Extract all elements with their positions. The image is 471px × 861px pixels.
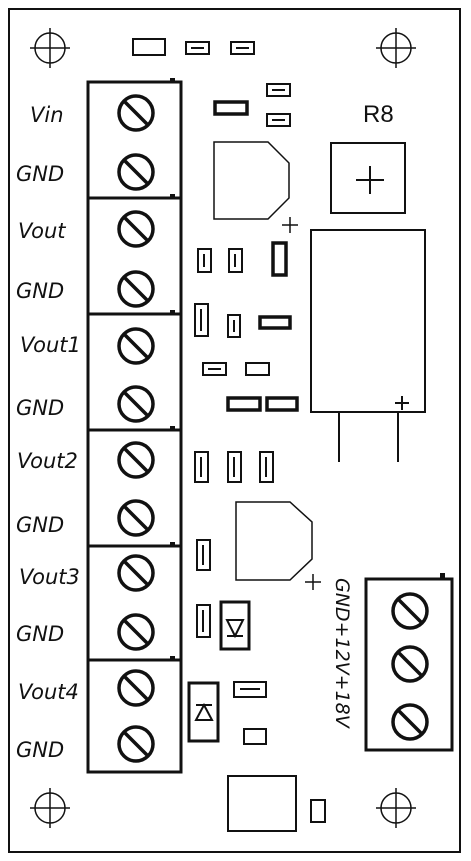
terminal-screw-2 bbox=[117, 153, 155, 191]
trimmer-potentiometer bbox=[330, 142, 406, 214]
terminal-screws bbox=[117, 94, 155, 763]
pin-label-gnd-5: GND bbox=[16, 622, 64, 646]
pin-label-gnd-3: GND bbox=[16, 396, 64, 420]
terminal-screw-12 bbox=[117, 725, 155, 763]
power-terminal-screws bbox=[391, 592, 429, 741]
terminal-screw-7 bbox=[117, 441, 155, 479]
pin-label-gnd-6: GND bbox=[16, 738, 64, 762]
terminal-screw-6 bbox=[117, 385, 155, 423]
terminal-screw-5 bbox=[117, 327, 155, 365]
terminal-screw-4 bbox=[117, 270, 155, 308]
pin-label-vout4: Vout4 bbox=[18, 680, 79, 704]
pin-label-vin: Vin bbox=[30, 103, 64, 127]
power-terminal-screw-1 bbox=[391, 592, 429, 630]
pin-label-vout: Vout bbox=[18, 219, 66, 243]
pin-label-vout1: Vout1 bbox=[20, 333, 81, 357]
terminal-block-column bbox=[86, 80, 183, 774]
power-terminal-notch bbox=[440, 573, 445, 578]
diode-2 bbox=[187, 681, 220, 743]
smd-components-bold bbox=[213, 100, 299, 412]
pin-label-vout2: Vout2 bbox=[17, 449, 78, 473]
capacitor bbox=[310, 229, 426, 462]
pin-label-gnd-4: GND bbox=[16, 513, 64, 537]
square-component bbox=[227, 775, 297, 832]
power-terminal-block bbox=[364, 577, 454, 752]
ref-label-r8: R8 bbox=[363, 101, 394, 128]
terminal-screw-3 bbox=[117, 210, 155, 248]
pin-label-vout3: Vout3 bbox=[19, 565, 80, 589]
terminal-screw-1 bbox=[117, 94, 155, 132]
mounting-hole-bottom-right bbox=[376, 788, 416, 828]
pin-label-gnd-2: GND bbox=[16, 279, 64, 303]
regulator-ic-2 bbox=[235, 501, 321, 590]
terminal-screw-10 bbox=[117, 613, 155, 651]
terminal-block-notches bbox=[170, 78, 175, 661]
diode-1 bbox=[219, 600, 251, 651]
pin-label-gnd-1: GND bbox=[16, 162, 64, 186]
power-terminal-screw-2 bbox=[391, 645, 429, 683]
power-terminal-screw-3 bbox=[391, 703, 429, 741]
board-outline bbox=[8, 8, 461, 853]
mounting-hole-top-right bbox=[376, 28, 416, 68]
regulator-ic-1 bbox=[213, 141, 298, 233]
terminal-screw-11 bbox=[117, 669, 155, 707]
power-connector-label: GND+12V+18V bbox=[331, 578, 353, 730]
mounting-hole-top-left bbox=[30, 28, 70, 68]
smd-components bbox=[132, 38, 326, 823]
terminal-screw-9 bbox=[117, 554, 155, 592]
terminal-screw-8 bbox=[117, 499, 155, 537]
mounting-hole-bottom-left bbox=[30, 788, 70, 828]
